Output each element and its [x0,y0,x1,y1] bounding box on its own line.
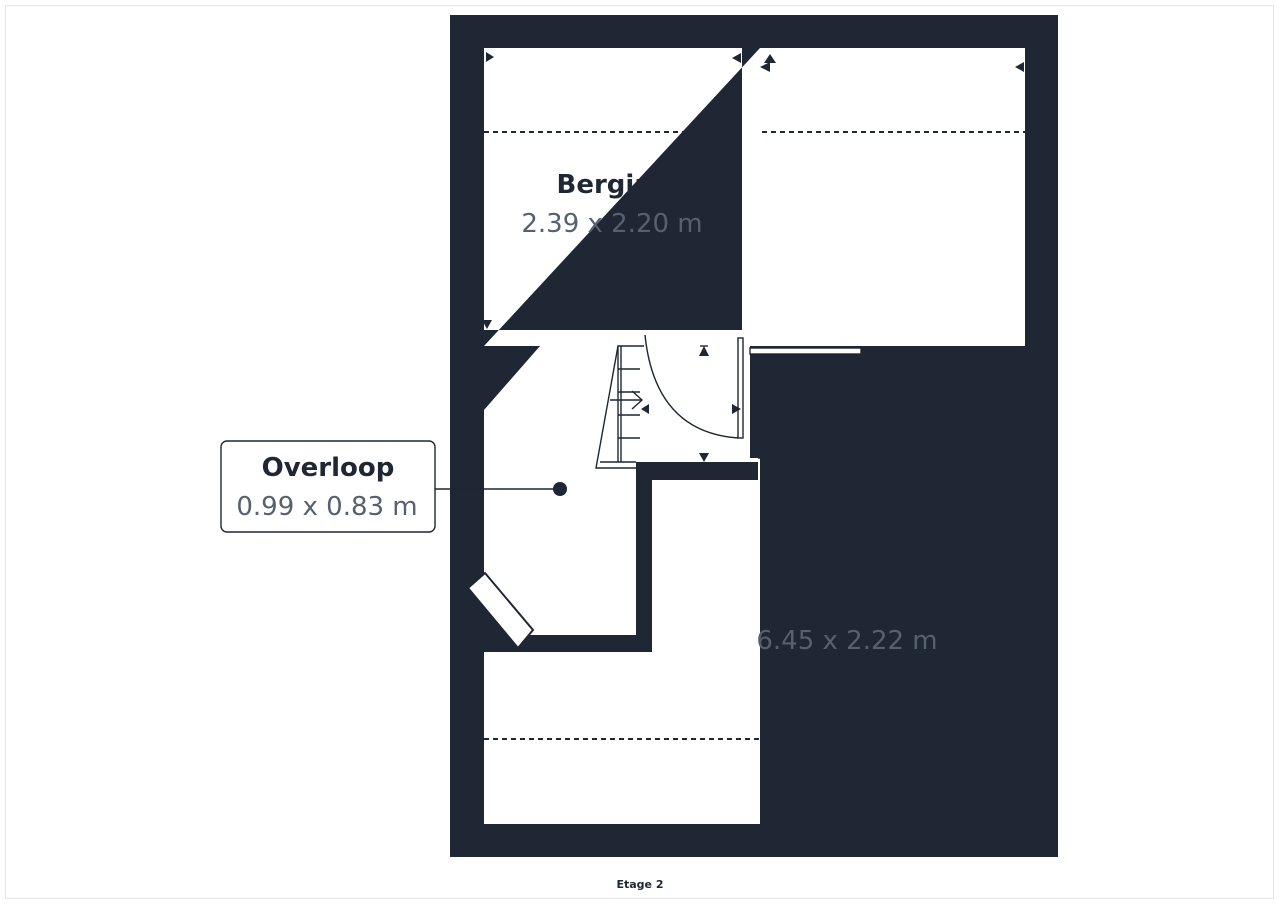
page-frame [5,5,1274,899]
slope-lines [484,131,1025,740]
room-name-berging: Berging [557,170,672,200]
door-slaapkamer [749,347,862,459]
overloop-callout-box [220,440,436,533]
floor-label: Etage 2 [616,878,663,891]
overloop-leader-dot [553,482,567,496]
window [466,571,535,650]
walls [450,15,1058,857]
stairs [595,345,644,469]
room-name-overloop: Overloop [262,453,395,483]
room-dimensions-berging: 2.39 x 2.20 m [521,209,702,239]
measure-markers [482,52,1024,823]
room-name-slaapkamer: Slaapkamer [761,587,935,617]
room-dimensions-slaapkamer: 6.45 x 2.22 m [756,626,937,656]
room-dimensions-overloop: 0.99 x 0.83 m [236,492,417,522]
door-berging [644,334,744,439]
